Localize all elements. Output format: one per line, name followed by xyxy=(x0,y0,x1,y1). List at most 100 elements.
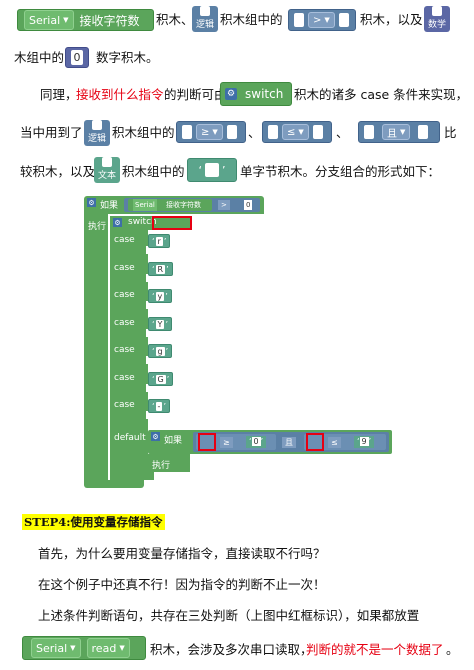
logic-category-icon: 逻辑 xyxy=(192,6,218,32)
quote-open: ‘ xyxy=(152,291,155,301)
serial-read-block: Serial▼ read▼ xyxy=(22,636,146,660)
default-label: default xyxy=(114,433,146,443)
serial-read-dropdown[interactable]: Serial▼ xyxy=(31,638,81,658)
number-zero-block: 0 xyxy=(65,47,89,68)
text-1c: 积木，以及 xyxy=(360,12,423,27)
case-label: case xyxy=(114,345,135,355)
quote-close: ’ xyxy=(166,374,170,384)
compare-le-block: ≤▼ xyxy=(262,121,332,143)
text-2b: 积木的诸多 case 条件来实现， xyxy=(294,87,469,102)
case-slot-connector xyxy=(146,384,158,392)
chevron-down-icon: ▼ xyxy=(119,644,125,652)
ge-value-mini: ‘0’ xyxy=(246,436,267,448)
ge-value[interactable]: 0 xyxy=(251,437,261,446)
text-2-lead: 同理， xyxy=(40,87,78,102)
case-label: case xyxy=(114,290,135,300)
text-1a: 积木、 xyxy=(156,12,194,27)
gt-mini[interactable]: > xyxy=(218,200,230,210)
case-char-value[interactable]: r xyxy=(155,236,163,246)
case-label: case xyxy=(114,318,135,328)
ge-mini[interactable]: ≥ xyxy=(220,437,233,448)
text-2a: 的判断可由 xyxy=(164,87,227,102)
case-char-value[interactable]: g xyxy=(155,346,165,356)
serial-mini-label[interactable]: Serial xyxy=(133,199,157,211)
step4-p1: 首先，为什么要用变量存储指令，直接读取不行吗？ xyxy=(38,546,326,561)
case-char-block[interactable]: ‘Y’ xyxy=(148,317,172,331)
gear-icon[interactable]: ⚙ xyxy=(113,218,122,227)
le-value-mini: ‘9’ xyxy=(354,436,375,448)
receive-label: 接收字符数 xyxy=(79,13,140,28)
case-char-block[interactable]: ‘r’ xyxy=(148,234,171,248)
if-label: 如果 xyxy=(100,201,119,211)
case-label: case xyxy=(114,263,135,273)
quote-close: ’ xyxy=(165,291,168,301)
case-slot-connector xyxy=(146,411,158,419)
zero-mini[interactable]: 0 xyxy=(244,200,253,210)
case-char-block[interactable]: ‘R’ xyxy=(148,262,173,276)
text-2e: 比 xyxy=(444,125,457,140)
le-value[interactable]: 9 xyxy=(359,437,369,446)
gear-icon[interactable]: ⚙ xyxy=(225,88,237,100)
chevron-down-icon: ▼ xyxy=(63,16,69,24)
text-icon-label: 文本 xyxy=(97,171,116,181)
chevron-down-icon: ▼ xyxy=(212,128,218,136)
receive-mini-label: 接收字符数 xyxy=(166,201,201,209)
and-op: 且 xyxy=(387,128,397,140)
le-op: ≤ xyxy=(287,126,296,138)
switch-column xyxy=(110,216,148,474)
case-slot-connector xyxy=(146,329,158,337)
step4-p4-red: 判断的就不是一个数据了 xyxy=(306,642,444,657)
and-dropdown[interactable]: 且▼ xyxy=(382,124,411,140)
quote-close: ’ xyxy=(166,264,169,274)
switch-bottom xyxy=(110,472,154,480)
text-category-icon: 文本 xyxy=(94,157,120,183)
logic-category-icon-2: 逻辑 xyxy=(84,120,110,146)
le-mini[interactable]: ≤ xyxy=(328,437,341,448)
quote-open: ‘ xyxy=(152,236,155,246)
math-icon-label: 数学 xyxy=(427,20,446,30)
step4-p3: 上述条件判断语句，共存在三处判断（上图中红框标识），如果都放置 xyxy=(38,608,420,623)
separator-2: 、 xyxy=(336,125,349,140)
case-char-block[interactable]: ‘y’ xyxy=(148,289,172,303)
char-slot[interactable] xyxy=(205,163,219,177)
chevron-down-icon: ▼ xyxy=(324,16,330,24)
case-char-block[interactable]: ‘-’ xyxy=(148,399,170,413)
red-highlight-box-1 xyxy=(152,216,192,230)
gear-icon[interactable]: ⚙ xyxy=(87,198,96,207)
if-left-column xyxy=(84,214,108,482)
quote-close: ’ xyxy=(163,236,167,246)
case-char-value[interactable]: y xyxy=(155,291,165,301)
ge-dropdown[interactable]: ≥▼ xyxy=(196,124,223,140)
compare-ge-block: ≥▼ xyxy=(176,121,246,143)
logic-icon-label: 逻辑 xyxy=(195,20,214,30)
and-mini[interactable]: 且 xyxy=(282,437,296,448)
gear-icon[interactable]: ⚙ xyxy=(151,432,160,441)
read-dropdown[interactable]: read▼ xyxy=(86,638,130,658)
step4-p4b: 。 xyxy=(446,642,459,657)
text-2g: 积木组中的 xyxy=(122,164,185,179)
serial-read-label: Serial xyxy=(36,641,68,655)
case-label: case xyxy=(114,235,135,245)
case-slot-connector xyxy=(146,301,158,309)
switch-label: switch xyxy=(245,87,284,101)
case-char-value[interactable]: R xyxy=(155,264,166,274)
case-char-value[interactable]: Y xyxy=(155,319,165,329)
text-1d: 木组中的 xyxy=(14,50,65,65)
serial-receive-block: Serial▼ 接收字符数 xyxy=(17,9,154,31)
zero-value[interactable]: 0 xyxy=(71,50,83,65)
quote-close: ’ xyxy=(165,319,168,329)
case-char-block[interactable]: ‘G’ xyxy=(148,372,174,386)
gt-dropdown[interactable]: >▼ xyxy=(308,12,335,28)
case-char-value[interactable]: G xyxy=(155,374,166,384)
le-dropdown[interactable]: ≤▼ xyxy=(282,124,309,140)
switch-header[interactable] xyxy=(110,216,190,230)
case-char-block[interactable]: ‘g’ xyxy=(148,344,173,358)
serial-dropdown[interactable]: Serial▼ xyxy=(24,10,74,30)
quote-open: ‘ xyxy=(152,319,155,329)
case-label: case xyxy=(114,400,135,410)
case-slot-connector xyxy=(146,246,158,254)
chevron-down-icon: ▼ xyxy=(298,128,304,136)
case-char-value[interactable]: - xyxy=(155,401,163,411)
ge-op: ≥ xyxy=(201,126,210,138)
quote-open: ‘ xyxy=(152,401,155,411)
